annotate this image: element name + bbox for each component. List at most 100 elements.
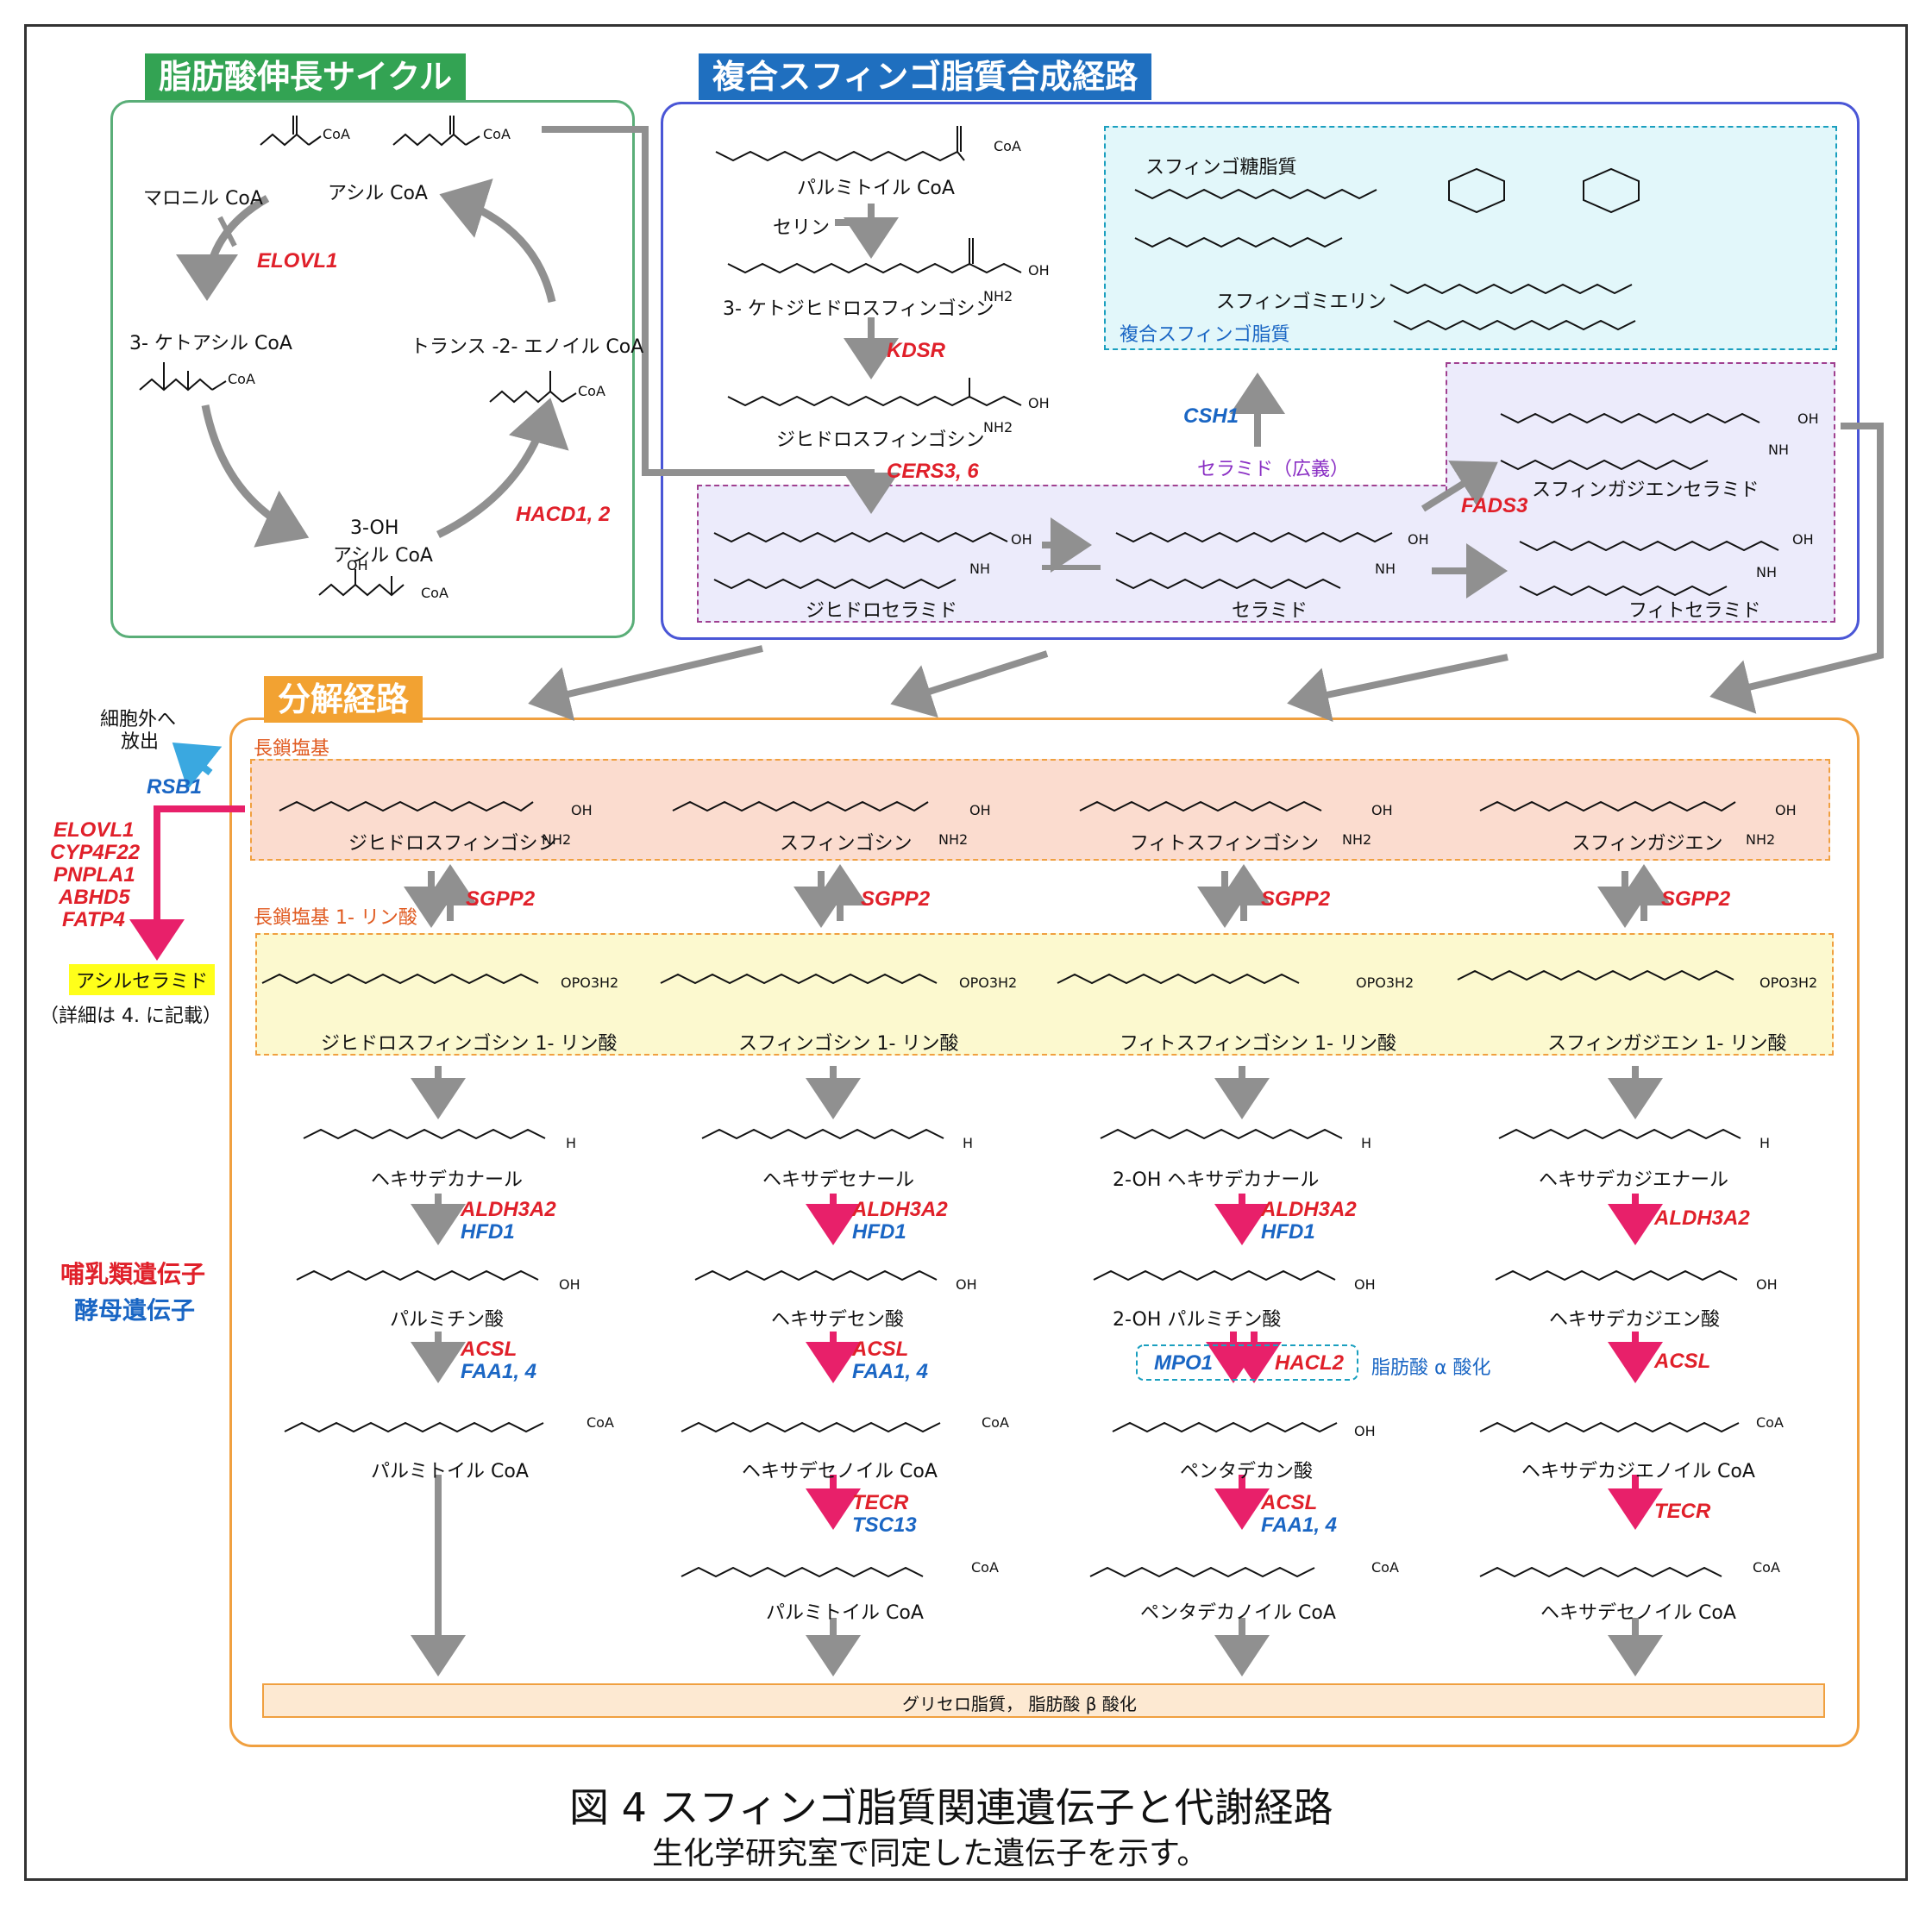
gene-fatp4: FATP4	[62, 908, 125, 931]
col4-acid: ヘキサデカジエン酸	[1549, 1309, 1721, 1331]
col3-gene3-red: ACSL	[1261, 1491, 1318, 1514]
lcb-oh-1: OH	[571, 802, 593, 818]
complex-sphingolipid-label: 複合スフィンゴ脂質	[1120, 324, 1290, 346]
synthesis-box	[661, 102, 1860, 640]
acylcoa-coa-2: CoA	[982, 1414, 1009, 1431]
col2-lcb: スフィンゴシン	[780, 833, 913, 855]
ald-h-3: H	[1361, 1135, 1372, 1151]
enoyl-coa-label: トランス -2- エノイル CoA	[411, 336, 644, 358]
col1-lcbp: ジヒドロスフィンゴシン 1- リン酸	[321, 1033, 618, 1055]
alpha-oxidation-box	[1136, 1344, 1358, 1381]
ald-h-2: H	[963, 1135, 974, 1151]
elongation-cycle-arrows	[176, 179, 569, 548]
gene-hacl2: HACL2	[1275, 1351, 1345, 1375]
acid-oh-3: OH	[1354, 1276, 1376, 1293]
synth-oh-1: OH	[1028, 262, 1050, 279]
synthesis-arrows	[528, 204, 1884, 723]
hydroxyacyl-line1: 3-OH	[350, 517, 399, 539]
synth-nh2-1: NH2	[983, 288, 1013, 304]
col3-gene1-red: ALDH3A2	[1261, 1198, 1357, 1221]
acylceramide-label: アシルセラミド	[69, 964, 216, 995]
gene-abhd5: ABHD5	[59, 886, 130, 909]
ceramide-broad-label: セラミド（広義）	[1197, 459, 1350, 480]
cycle-coa-2: CoA	[483, 126, 511, 142]
caption-subtitle: 生化学研究室で同定した遺伝子を示す。	[652, 1836, 1208, 1871]
synth-coa: CoA	[994, 138, 1021, 154]
synth-nh-1: NH	[969, 561, 990, 577]
lcb-oh-2: OH	[969, 802, 991, 818]
synth-oh-4: OH	[1408, 531, 1429, 548]
col2-gene3-red: TECR	[852, 1491, 909, 1514]
release-line2: 放出	[121, 731, 160, 753]
lcb-nh2-3: NH2	[1342, 831, 1372, 848]
dhs-label: ジヒドロスフィンゴシン	[776, 429, 985, 451]
gene-rsb1: RSB1	[147, 775, 203, 799]
col1-acyl-coa: パルミトイル CoA	[371, 1461, 529, 1482]
col1-lcb: ジヒドロスフィンゴシン	[348, 833, 557, 855]
malonyl-coa-label: マロニル CoA	[143, 188, 263, 210]
gene-cyp4f22: CYP4F22	[50, 841, 141, 864]
col4-lcbp: スフィンガジエン 1- リン酸	[1547, 1033, 1787, 1055]
col4-acyl-coa-2: ヘキサデセノイル CoA	[1540, 1602, 1736, 1624]
synth-nh-2: NH	[1375, 561, 1396, 577]
acylcoa2-coa-4: CoA	[1753, 1559, 1780, 1576]
lcb-oh-4: OH	[1775, 802, 1797, 818]
col1-gene2-red: ACSL	[461, 1338, 518, 1361]
acid-oh-4: OH	[1756, 1276, 1778, 1293]
cycle-coa-4: CoA	[578, 383, 605, 399]
lcb-nh2-4: NH2	[1746, 831, 1776, 848]
col4-gene2-red: ACSL	[1654, 1350, 1711, 1373]
lcbp-po3h2-1: OPO3H2	[561, 974, 619, 991]
synthesis-title: 複合スフィンゴ脂質合成経路	[699, 53, 1152, 100]
cycle-coa-5: CoA	[421, 585, 448, 601]
acylcoa2-coa-2: CoA	[971, 1559, 999, 1576]
acylcoa-coa-1: CoA	[586, 1414, 614, 1431]
col1-gene2-blue: FAA1, 4	[461, 1360, 537, 1383]
lcbp-po3h2-3: OPO3H2	[1356, 974, 1414, 991]
lcb-nh2-1: NH2	[542, 831, 572, 848]
elongation-cycle-box	[110, 100, 635, 638]
synth-nh-3: NH	[1756, 564, 1777, 580]
elongation-cycle-title: 脂肪酸伸長サイクル	[145, 53, 467, 100]
keto-dhs-label: 3- ケトジヒドロスフィンゴシン	[723, 298, 994, 320]
ceramide-box-upper	[1446, 362, 1835, 492]
col3-gene3-blue: FAA1, 4	[1261, 1513, 1338, 1537]
glycolipid-label: スフィンゴ糖脂質	[1145, 157, 1297, 179]
gene-sgpp2-col4: SGPP2	[1661, 887, 1731, 911]
lcbp-box	[255, 933, 1834, 1056]
final-products-box	[262, 1683, 1825, 1718]
ald-h-4: H	[1760, 1135, 1771, 1151]
acyl-coa-label: アシル CoA	[328, 183, 428, 204]
acylcoa-oh-3: OH	[1354, 1423, 1376, 1439]
degradation-box	[229, 718, 1860, 1747]
dihydroceramide-label: ジヒドロセラミド	[806, 600, 958, 622]
complex-sphingolipid-box	[1104, 126, 1837, 350]
release-line1: 細胞外へ	[100, 709, 177, 730]
gene-mpo1: MPO1	[1154, 1351, 1214, 1375]
col4-gene3-red: TECR	[1654, 1500, 1711, 1523]
col1-acid: パルミチン酸	[390, 1309, 505, 1331]
col1-aldehyde: ヘキサデカナール	[371, 1169, 524, 1191]
col3-pentadecanoic: ペンタデカン酸	[1180, 1461, 1314, 1482]
cycle-oh: OH	[347, 557, 368, 573]
col1-gene1-blue: HFD1	[461, 1220, 515, 1244]
palmitoyl-coa-label: パルミトイル CoA	[797, 178, 955, 199]
synth-nh2-2: NH2	[983, 419, 1013, 436]
lcb-nh2-2: NH2	[938, 831, 969, 848]
cycle-structures	[139, 116, 577, 597]
final-products-label: グリセロ脂質， 脂肪酸 β 酸化	[902, 1694, 1137, 1714]
col3-gene1-blue: HFD1	[1261, 1220, 1315, 1244]
gene-pnpla1: PNPLA1	[53, 863, 135, 887]
gene-elovl1-acylcer: ELOVL1	[53, 818, 135, 842]
figure-frame	[24, 24, 1908, 1881]
gene-hacd: HACD1, 2	[516, 503, 611, 526]
ketoacyl-coa-label: 3- ケトアシル CoA	[129, 333, 292, 354]
col4-aldehyde: ヘキサデカジエナール	[1539, 1169, 1729, 1191]
col3-lcbp: フィトスフィンゴシン 1- リン酸	[1120, 1033, 1397, 1055]
col2-acid: ヘキサデセン酸	[771, 1309, 905, 1331]
acylcoa-coa-4: CoA	[1756, 1414, 1784, 1431]
sphingomyelin-label: スフィンゴミエリン	[1216, 291, 1387, 313]
serine-label: セリン	[773, 217, 831, 239]
cycle-to-cers-connector	[542, 126, 899, 514]
